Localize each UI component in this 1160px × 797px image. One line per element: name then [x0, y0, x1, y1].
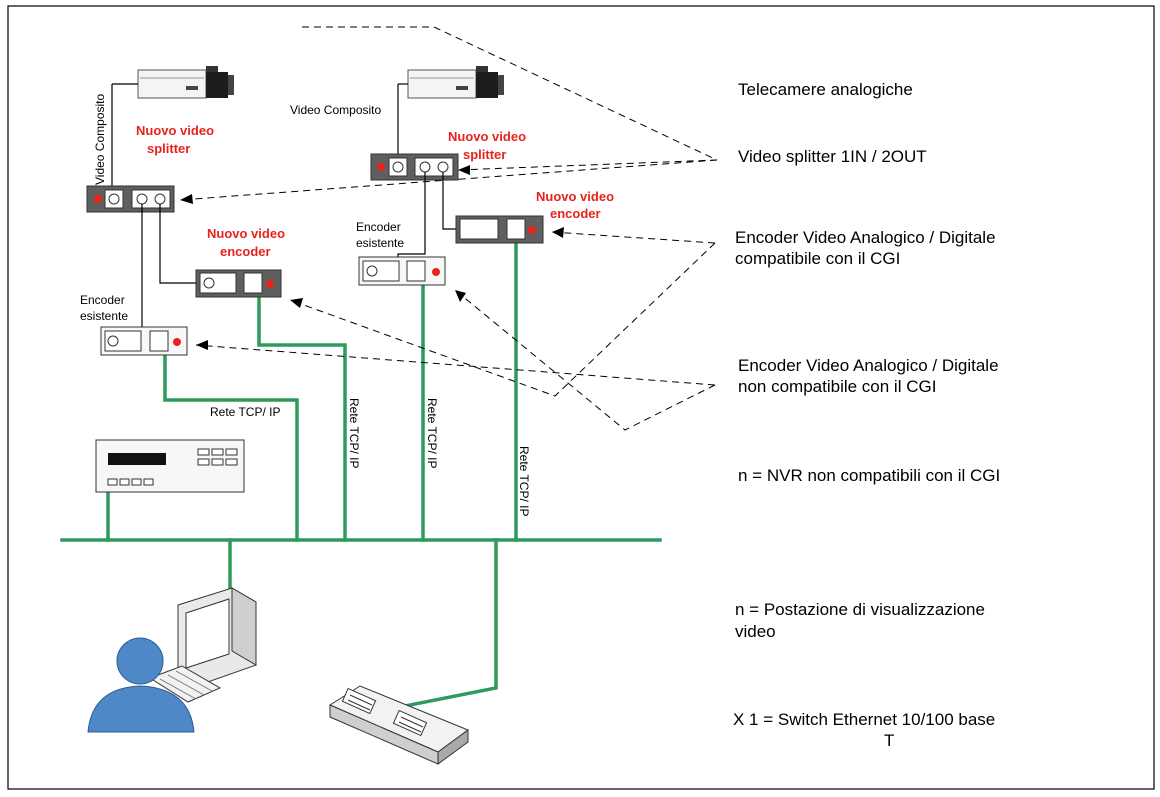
legend-workstation-line2: video — [735, 622, 776, 641]
ethernet-switch — [328, 685, 470, 765]
legend-encoder-compatible-line2: compatibile con il CGI — [735, 249, 900, 268]
right-existing-encoder — [358, 256, 446, 286]
legend-switch-line2: T — [884, 731, 894, 750]
right-analog-camera — [407, 66, 504, 99]
left-encoder-label-line1: Nuovo video — [207, 226, 285, 241]
network-cabling — [60, 228, 662, 711]
network-label-vertical-2: Rete TCP/ IP — [425, 398, 439, 468]
legend-switch-line1: X 1 = Switch Ethernet 10/100 base — [733, 710, 995, 729]
workstation — [87, 587, 257, 733]
left-video-composito-label: Video Composito — [93, 94, 107, 185]
left-new-splitter — [86, 185, 175, 213]
right-splitter-label-line2: splitter — [463, 147, 506, 162]
legend-encoder-noncompatible-line1: Encoder Video Analogico / Digitale — [738, 356, 999, 375]
right-new-encoder — [455, 215, 544, 244]
network-label-vertical-3: Rete TCP/ IP — [517, 446, 531, 516]
right-encoder-label-line1: Nuovo video — [536, 189, 614, 204]
diagram-frame — [7, 5, 1155, 790]
left-splitter-label-line1: Nuovo video — [136, 123, 214, 138]
network-label-vertical-1: Rete TCP/ IP — [347, 398, 361, 468]
left-existing-encoder — [100, 326, 188, 356]
left-encoder-label-line2: encoder — [220, 244, 271, 259]
right-new-splitter — [370, 153, 459, 181]
right-existing-encoder-label-line2: esistente — [356, 236, 404, 250]
network-label-horizontal: Rete TCP/ IP — [210, 405, 280, 419]
legend-encoder-noncompatible-line2: non compatibile con il CGI — [738, 377, 936, 396]
legend-encoder-compatible-line1: Encoder Video Analogico / Digitale — [735, 228, 996, 247]
legend-nvr: n = NVR non compatibili con il CGI — [738, 466, 1000, 485]
right-existing-encoder-label-line1: Encoder — [356, 220, 401, 234]
legend-pointers — [179, 26, 718, 431]
right-video-composito-label: Video Composito — [290, 103, 381, 117]
left-existing-encoder-label-line1: Encoder — [80, 293, 125, 307]
right-splitter-label-line1: Nuovo video — [448, 129, 526, 144]
nvr-device — [95, 439, 245, 493]
left-new-encoder — [195, 269, 282, 298]
legend-workstation-line1: n = Postazione di visualizzazione — [735, 600, 985, 619]
left-existing-encoder-label-line2: esistente — [80, 309, 128, 323]
left-analog-camera — [137, 66, 234, 99]
legend-cameras: Telecamere analogiche — [738, 80, 913, 99]
left-splitter-label-line2: splitter — [147, 141, 190, 156]
right-encoder-label-line2: encoder — [550, 206, 601, 221]
legend-splitter: Video splitter 1IN / 2OUT — [738, 147, 927, 166]
